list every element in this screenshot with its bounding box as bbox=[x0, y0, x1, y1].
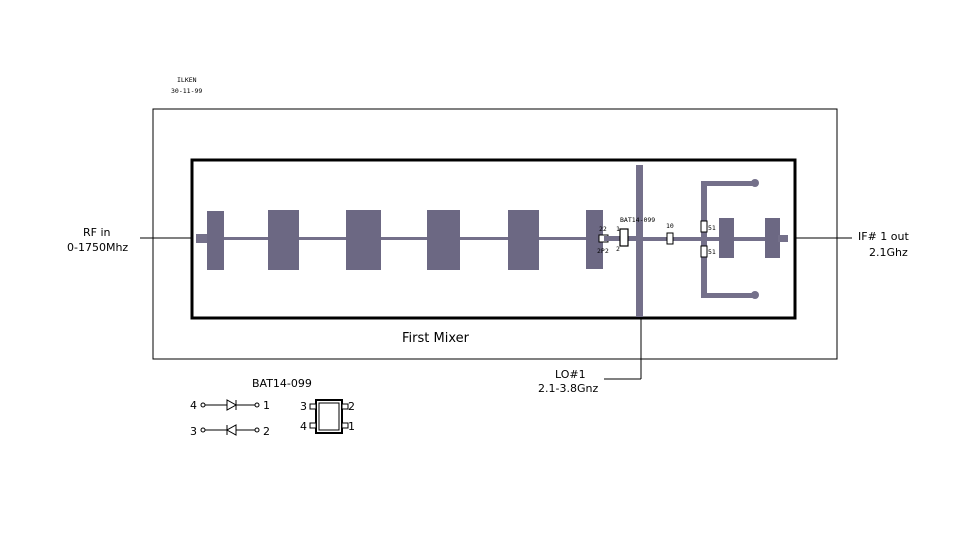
package-pin-bl bbox=[309, 422, 317, 429]
res-bottom-label: 51 bbox=[708, 248, 716, 256]
filter-stub-5 bbox=[508, 210, 539, 270]
legend-package: 3 4 2 1 bbox=[300, 399, 355, 434]
if-stub-1 bbox=[719, 218, 734, 258]
legend-diode-row-2: 3 2 bbox=[190, 424, 270, 438]
legend-row2-left-pin bbox=[200, 427, 206, 433]
if-output-pad bbox=[778, 235, 788, 242]
bat14-diode bbox=[619, 228, 629, 247]
lo-label: LO#1 bbox=[555, 368, 586, 381]
author-label: ILKEN bbox=[177, 76, 197, 84]
rf-in-label: RF in bbox=[83, 226, 111, 239]
legend-part-name: BAT14-099 bbox=[252, 377, 312, 390]
res-top-label: 51 bbox=[708, 224, 716, 232]
bias-bottom-arm bbox=[701, 293, 756, 298]
pkg-pin-tr-label: 2 bbox=[348, 400, 355, 413]
board-title: First Mixer bbox=[402, 331, 470, 346]
resistor-10 bbox=[666, 232, 674, 245]
package-pin-tr bbox=[341, 403, 349, 410]
cap-label-top: 22 bbox=[599, 225, 607, 233]
bias-top-arm bbox=[701, 181, 756, 186]
legend-row1-left-pin bbox=[200, 402, 206, 408]
resistor-51-bottom bbox=[700, 245, 708, 258]
filter-stub-4 bbox=[427, 210, 460, 270]
filter-stub-6 bbox=[586, 210, 603, 269]
legend-row2-right-pin bbox=[254, 427, 260, 433]
package-body bbox=[315, 399, 343, 434]
rf-in-range: 0-1750Mhz bbox=[67, 241, 128, 254]
part-label: BAT14-099 bbox=[620, 216, 655, 224]
if-out-label: IF# 1 out bbox=[858, 230, 909, 243]
filter-stub-1 bbox=[207, 211, 224, 270]
legend-row1-right-pin bbox=[254, 402, 260, 408]
cap-label-bottom: 2P2 bbox=[597, 247, 609, 255]
package-pin-br bbox=[341, 422, 349, 429]
date-label: 30-11-99 bbox=[171, 87, 202, 95]
res-label: 10 bbox=[666, 222, 674, 230]
pkg-pin-br-label: 1 bbox=[348, 420, 355, 433]
diode-icon bbox=[225, 424, 237, 436]
enclosure-outline bbox=[152, 108, 838, 360]
bias-vertical-trace bbox=[701, 181, 707, 298]
bias-top-end bbox=[751, 179, 759, 187]
diode-icon bbox=[226, 399, 238, 411]
legend-row2-left: 3 bbox=[190, 425, 197, 438]
pin-label-bottom: 2 bbox=[616, 245, 620, 253]
if-stub-2 bbox=[765, 218, 780, 258]
legend-row1-left: 4 bbox=[190, 399, 197, 412]
filter-stub-3 bbox=[346, 210, 381, 270]
legend-row1-right: 1 bbox=[263, 399, 270, 412]
legend-row2-right: 2 bbox=[263, 425, 270, 438]
microstrip-line bbox=[196, 237, 604, 240]
rf-input-pad bbox=[196, 234, 208, 243]
bias-bottom-end bbox=[751, 291, 759, 299]
pin-label-top: 1 bbox=[616, 225, 620, 233]
resistor-51-top bbox=[700, 220, 708, 233]
pkg-pin-tl-label: 3 bbox=[300, 400, 307, 413]
package-pin-tl bbox=[309, 403, 317, 410]
board-outline bbox=[190, 158, 797, 320]
if-trace bbox=[640, 237, 788, 241]
pkg-pin-bl-label: 4 bbox=[300, 420, 307, 433]
legend-diode-row-1: 4 1 bbox=[190, 399, 270, 412]
if-out-freq: 2.1Ghz bbox=[869, 246, 908, 259]
filter-stub-2 bbox=[268, 210, 299, 270]
lo-range: 2.1-3.8Gnz bbox=[538, 382, 598, 395]
